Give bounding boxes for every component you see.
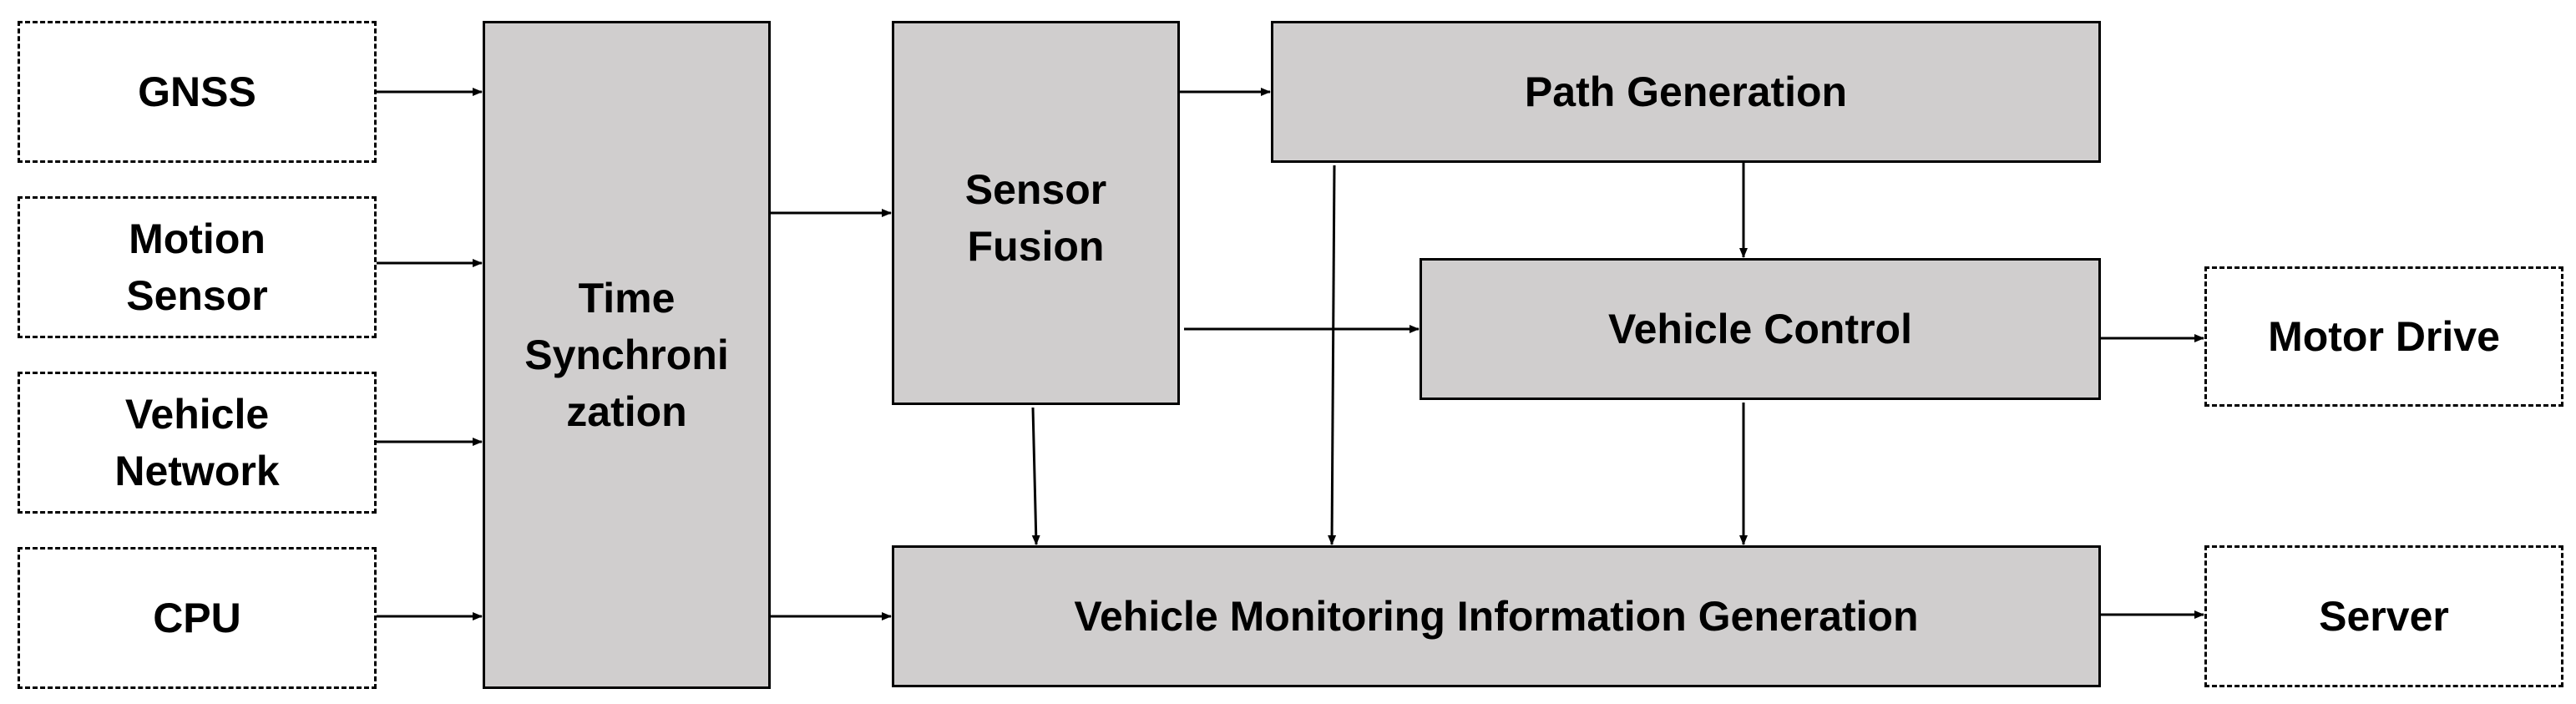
vehicle-monitoring-label: Vehicle Monitoring Information Generatio…	[1074, 593, 1919, 640]
vehicle-network-label: Vehicle Network	[114, 391, 280, 494]
motor-drive-block: Motor Drive	[2204, 266, 2563, 407]
sensor-fusion-block: Sensor Fusion	[892, 21, 1180, 405]
arrow-fusion-to-monitoring	[1031, 407, 1040, 545]
vehicle-network-block: Vehicle Network	[18, 372, 377, 514]
server-label: Server	[2319, 593, 2449, 640]
server-block: Server	[2204, 545, 2563, 687]
time-synchronization-label: Time Synchroni zation	[524, 275, 729, 435]
arrow-path-to-monitoring	[1328, 165, 1337, 545]
time-synchronization-block: Time Synchroni zation	[483, 21, 771, 689]
vehicle-monitoring-block: Vehicle Monitoring Information Generatio…	[892, 545, 2101, 687]
vehicle-control-block: Vehicle Control	[1420, 258, 2101, 400]
cpu-label: CPU	[153, 595, 241, 641]
motion-sensor-label: Motion Sensor	[126, 215, 268, 319]
motor-drive-label: Motor Drive	[2268, 313, 2500, 360]
gnss-block: GNSS	[18, 21, 377, 163]
cpu-block: CPU	[18, 547, 377, 689]
path-generation-label: Path Generation	[1524, 68, 1848, 115]
gnss-label: GNSS	[138, 68, 256, 115]
sensor-fusion-label: Sensor Fusion	[964, 166, 1107, 270]
motion-sensor-block: Motion Sensor	[18, 196, 377, 338]
path-generation-block: Path Generation	[1271, 21, 2101, 163]
vehicle-control-label: Vehicle Control	[1608, 306, 1912, 352]
